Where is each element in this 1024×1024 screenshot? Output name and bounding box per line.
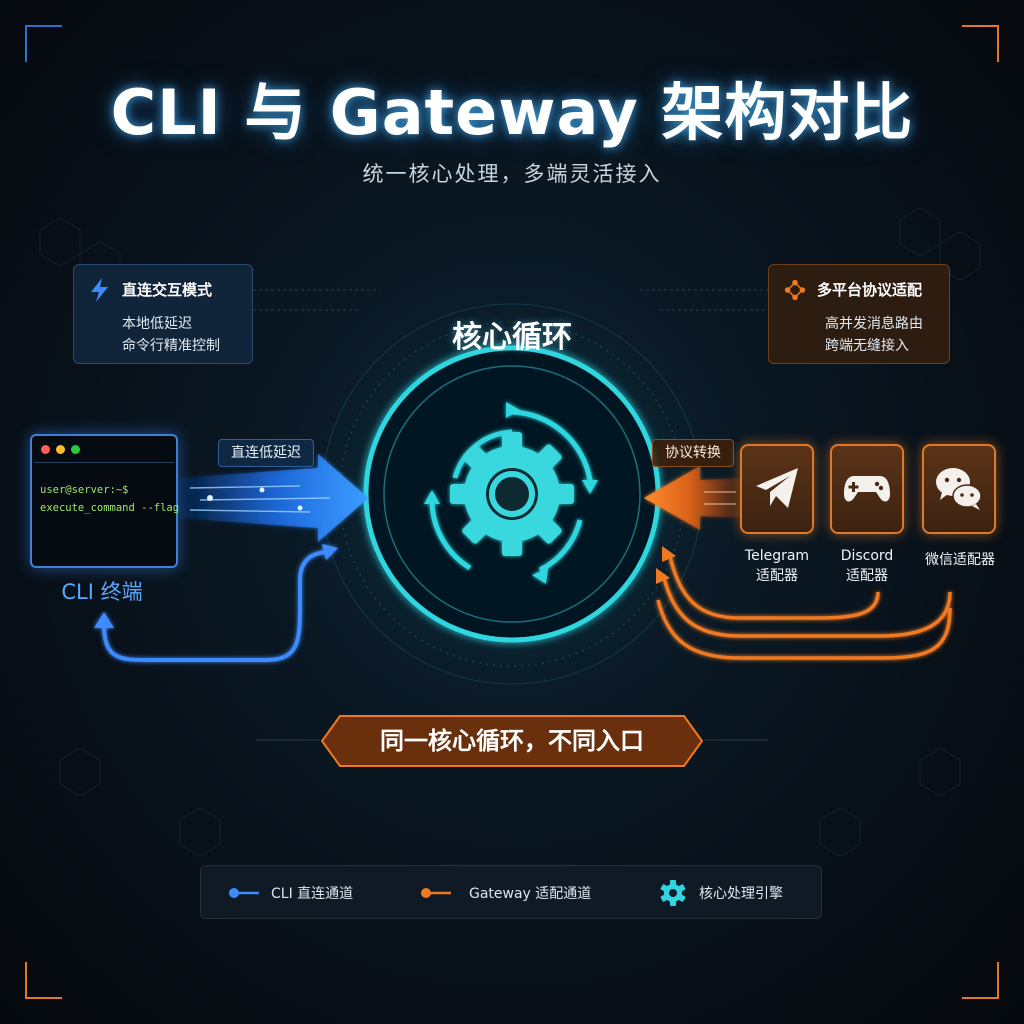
legend: CLI 直连通道 Gateway 适配通道 核心处理引擎 [200, 865, 822, 919]
telegram-adapter [740, 444, 814, 534]
legend-core-label: 核心处理引擎 [699, 886, 783, 902]
gateway-return-arrowhead [656, 568, 670, 584]
telegram-adapter-suffix: 适配器 [756, 568, 798, 584]
discord-adapter-suffix: 适配器 [846, 568, 888, 584]
close-dot-icon [41, 445, 50, 454]
corner-brackets [25, 25, 999, 999]
cli-card-line: 命令行精准控制 [122, 338, 220, 354]
gateway-card-line: 高并发消息路由 [825, 316, 923, 332]
wechat-adapter-name: 微信适配器 [925, 552, 995, 568]
gateway-mode-card: 多平台协议适配 高并发消息路由 跨端无缝接入 [768, 264, 950, 364]
wechat-adapter [922, 444, 996, 534]
gateway-arrow-label: 协议转换 [652, 439, 734, 467]
legend-cli-swatch [229, 888, 259, 898]
core-loop-label: 核心循环 [452, 320, 572, 355]
summary-banner: 同一核心循环，不同入口 [380, 727, 644, 755]
cli-direct-arrow [176, 454, 368, 542]
gateway-card-line: 跨端无缝接入 [825, 338, 909, 354]
telegram-adapter-name: Telegram [744, 548, 810, 564]
banner-background [320, 715, 704, 767]
terminal-command-line: execute_command --flag [40, 502, 180, 514]
cli-arrow-label: 直连低延迟 [218, 439, 314, 467]
gateway-card-title: 多平台协议适配 [817, 281, 923, 299]
telegram-icon [756, 468, 798, 508]
cli-terminal-label: CLI 终端 [61, 580, 143, 604]
gamepad-icon [844, 476, 890, 502]
lightning-icon [91, 278, 108, 302]
maximize-dot-icon [71, 445, 80, 454]
page-title: CLI 与 Gateway 架构对比 [110, 76, 914, 149]
terminal-prompt-line: user@server:~$ [40, 484, 129, 496]
legend-cli-label: CLI 直连通道 [271, 886, 354, 902]
cli-terminal-window: user@server:~$ execute_command --flag [30, 434, 180, 568]
hex-grid [39, 207, 981, 857]
gateway-return-arrows [656, 555, 952, 660]
cli-card-line: 本地低延迟 [122, 316, 192, 332]
card-connectors [253, 289, 768, 311]
terminal-divider [34, 462, 174, 463]
gateway-return-arrowhead [662, 546, 676, 562]
page-subtitle: 统一核心处理，多端灵活接入 [362, 162, 662, 186]
discord-adapter-name: Discord [840, 548, 894, 564]
discord-adapter [830, 444, 904, 534]
legend-gateway-label: Gateway 适配通道 [469, 886, 592, 902]
cli-mode-card: 直连交互模式 本地低延迟 命令行精准控制 [73, 264, 253, 364]
minimize-dot-icon [56, 445, 65, 454]
gear-cycle-icon [424, 402, 598, 584]
network-nodes-icon [784, 279, 806, 301]
cli-return-arrow [94, 544, 338, 662]
wechat-icon [936, 468, 982, 510]
legend-gateway-swatch [421, 888, 451, 898]
legend-gear-icon [660, 880, 686, 906]
cli-card-title: 直连交互模式 [122, 281, 213, 299]
gateway-adapter-arrow [644, 466, 740, 530]
